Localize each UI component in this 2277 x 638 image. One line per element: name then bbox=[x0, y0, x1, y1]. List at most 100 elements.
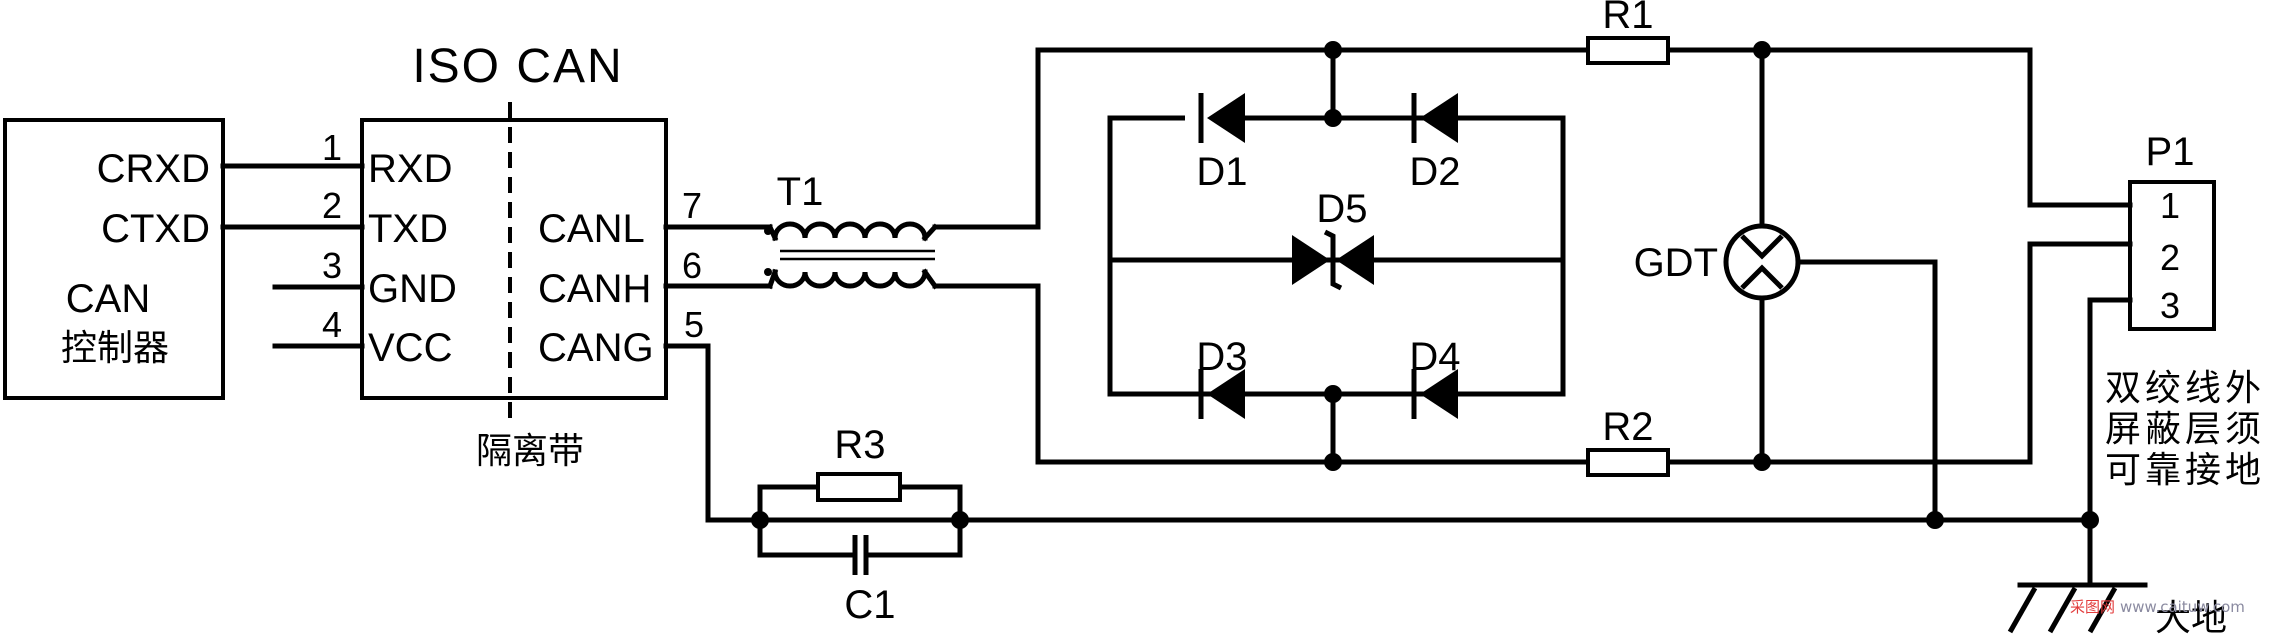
transformer-winding-bottom bbox=[772, 269, 928, 289]
connector-pin-2: 2 bbox=[2160, 237, 2180, 278]
capacitor-c1-label: C1 bbox=[844, 583, 895, 627]
gdt-lower-electrode bbox=[1740, 264, 1784, 290]
chip-pin-rxd: RXD bbox=[368, 147, 452, 191]
wire-r1-to-p1 bbox=[1665, 47, 2133, 208]
diode-d2-label: D2 bbox=[1409, 150, 1460, 194]
junction-dot bbox=[1926, 511, 1944, 529]
connector-box bbox=[2128, 180, 2216, 331]
connector-pin-1: 1 bbox=[2160, 185, 2180, 226]
tvs-d5-left bbox=[1292, 235, 1330, 285]
ground-hatch-icon bbox=[2087, 586, 2118, 634]
pin-number-3: 3 bbox=[322, 245, 342, 286]
tvs-d5-bar bbox=[1323, 229, 1343, 291]
pin-number-2: 2 bbox=[322, 185, 342, 226]
logic-wires bbox=[220, 163, 365, 349]
resistor-r1-body bbox=[1586, 36, 1670, 65]
diode-d3-body bbox=[1207, 369, 1245, 419]
tvs-d5-label: D5 bbox=[1316, 187, 1367, 231]
controller-label-can: CAN bbox=[66, 277, 150, 321]
resistor-r2-label: R2 bbox=[1602, 405, 1653, 449]
chip-box bbox=[360, 118, 668, 400]
wire-canl-to-r1 bbox=[932, 47, 1591, 230]
watermark: 采图网 www.caituw.com bbox=[2070, 598, 2245, 616]
wire-c1-left bbox=[757, 517, 858, 558]
pin-number-7: 7 bbox=[682, 185, 702, 226]
gdt-body bbox=[1723, 223, 1801, 301]
wire-gdt-ground bbox=[1793, 259, 1938, 523]
note-line-1: 双绞线外 bbox=[2105, 368, 2265, 409]
transformer-lead-top bbox=[766, 223, 939, 242]
diode-d4-body bbox=[1420, 369, 1458, 419]
chip-pin-txd: TXD bbox=[368, 207, 448, 251]
junction-dot bbox=[1753, 453, 1771, 471]
pin-number-5: 5 bbox=[684, 304, 704, 345]
diode-d1-label: D1 bbox=[1196, 150, 1247, 194]
diode-d4: D4 bbox=[1409, 335, 1461, 419]
note-line-2: 屏蔽层须 bbox=[2105, 409, 2265, 450]
tvs-d5-right bbox=[1336, 235, 1374, 285]
controller-pin-ctxd: CTXD bbox=[101, 207, 210, 251]
wire-cang bbox=[663, 343, 763, 523]
chip-pin-canh: CANH bbox=[538, 267, 651, 311]
ground-label: 大地 bbox=[2155, 598, 2227, 638]
diode-d4-label: D4 bbox=[1409, 335, 1460, 379]
controller-pin-crxd: CRXD bbox=[97, 147, 210, 191]
transformer-winding-top bbox=[772, 221, 928, 241]
transformer-t1: T1 bbox=[663, 170, 939, 290]
wire-r3-left bbox=[757, 484, 821, 523]
ground-hatch-icon bbox=[2007, 586, 2038, 634]
junction-dot bbox=[1324, 41, 1342, 59]
junction-dot bbox=[1324, 385, 1342, 403]
chip-title: ISO CAN bbox=[412, 40, 623, 93]
earth-ground: 大地 bbox=[2007, 557, 2227, 638]
watermark-url: www.caituw.com bbox=[2120, 598, 2245, 616]
gdt-upper-electrode bbox=[1740, 234, 1784, 260]
wire-r2-to-p1 bbox=[1665, 241, 2133, 465]
polarity-dot-bottom bbox=[764, 268, 772, 276]
chip-pin-cang: CANG bbox=[538, 326, 654, 370]
junction-dot bbox=[1753, 41, 1771, 59]
chip-pin-canl: CANL bbox=[538, 207, 645, 251]
wire-canh-to-r2 bbox=[932, 283, 1591, 465]
junction-dot bbox=[2081, 511, 2099, 529]
gas-discharge-tube: GDT bbox=[1634, 223, 1801, 301]
chip-pin-vcc: VCC bbox=[368, 326, 452, 370]
note-line-3: 可靠接地 bbox=[2105, 450, 2265, 491]
wire-c1-right bbox=[863, 517, 963, 558]
transformer-label: T1 bbox=[777, 170, 824, 214]
diode-d3-label: D3 bbox=[1196, 335, 1247, 379]
wire-r3-right bbox=[897, 484, 963, 523]
tvs-diode-d5: D5 bbox=[1292, 187, 1374, 291]
can-controller: CRXD CTXD CAN 控制器 bbox=[3, 118, 225, 400]
r3-c1-network: R3 C1 bbox=[757, 423, 963, 627]
connector-pin-3: 3 bbox=[2160, 285, 2180, 326]
wire-shield bbox=[2087, 297, 2133, 563]
ground-hatch-icon bbox=[2047, 586, 2078, 634]
controller-label-cn: 控制器 bbox=[61, 328, 169, 369]
shield-note: 双绞线外 屏蔽层须 可靠接地 bbox=[2105, 368, 2265, 491]
iso-can-chip: ISO CAN 隔离带 RXD TXD GND VCC CANL CANH CA… bbox=[322, 40, 704, 472]
junction-dot bbox=[1324, 453, 1342, 471]
diode-d1-body bbox=[1207, 93, 1245, 143]
resistor-r1: R1 bbox=[1586, 0, 1670, 65]
resistor-r2-body bbox=[1586, 448, 1670, 477]
diode-d2-body bbox=[1420, 93, 1458, 143]
diode-d1: D1 bbox=[1185, 90, 1248, 194]
chip-pin-gnd: GND bbox=[368, 267, 457, 311]
pin-number-4: 4 bbox=[322, 304, 342, 345]
isolation-label: 隔离带 bbox=[476, 431, 584, 472]
resistor-r1-label: R1 bbox=[1602, 0, 1653, 37]
gdt-label: GDT bbox=[1634, 241, 1718, 285]
resistor-r3-body bbox=[816, 472, 902, 502]
junction-dot bbox=[1324, 109, 1342, 127]
resistor-r3-label: R3 bbox=[834, 423, 885, 467]
pin-number-6: 6 bbox=[682, 245, 702, 286]
watermark-text: 采图网 bbox=[2070, 598, 2115, 616]
pin-number-1: 1 bbox=[322, 127, 342, 168]
connector-label: P1 bbox=[2146, 130, 2195, 174]
connector-p1: P1 1 2 3 bbox=[2128, 130, 2216, 331]
diode-d2: D2 bbox=[1409, 93, 1461, 194]
can-controller-box bbox=[3, 118, 225, 400]
resistor-r2: R2 bbox=[1586, 405, 1670, 477]
